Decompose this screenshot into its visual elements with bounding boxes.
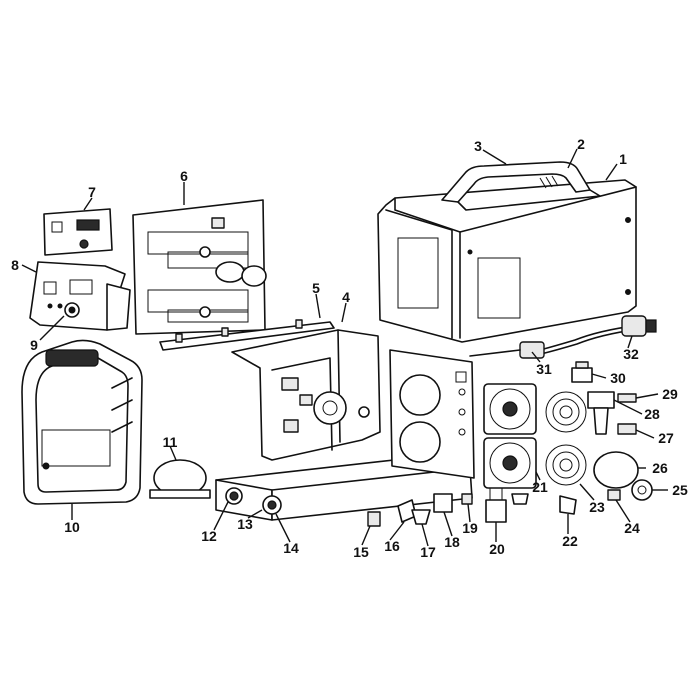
callout-11: 11 [163,434,178,450]
callout-7: 7 [88,184,96,200]
callout-2: 2 [577,136,585,152]
callout-15: 15 [353,544,369,560]
part-internal-frame [231,329,381,461]
callout-24: 24 [624,520,640,536]
part-air-filter-regulator [571,361,637,435]
callout-26: 26 [652,460,668,476]
callout-22: 22 [562,533,578,549]
callout-17: 17 [420,544,436,560]
part-outer-cover [377,179,637,343]
callout-30: 30 [610,370,626,386]
callout-16: 16 [384,538,400,554]
part-front-bezel [21,339,143,505]
callout-8: 8 [11,257,19,273]
part-small-fittings [367,487,621,527]
callout-32: 32 [623,346,639,362]
part-control-board [43,208,113,256]
callout-1: 1 [619,151,627,167]
callout-5: 5 [312,280,320,296]
callout-13: 13 [237,516,253,532]
callout-3: 3 [474,138,482,154]
part-power-cable [469,315,657,359]
part-bus-bar [159,319,335,351]
part-transformer [593,451,653,501]
callout-12: 12 [201,528,217,544]
callout-18: 18 [444,534,460,550]
part-rear-panel [389,349,475,479]
callout-31: 31 [536,361,552,377]
callout-4: 4 [342,289,350,305]
callout-23: 23 [589,499,605,515]
part-cooling-fans [483,383,587,489]
part-inductor [149,459,211,499]
callout-6: 6 [180,168,188,184]
callout-28: 28 [644,406,660,422]
callout-20: 20 [489,541,505,557]
callout-29: 29 [662,386,678,402]
part-main-pcb-heatsinks [132,199,267,335]
callout-9: 9 [30,337,38,353]
part-front-panel [29,261,131,331]
callout-14: 14 [283,540,299,556]
callout-19: 19 [462,520,478,536]
callout-10: 10 [64,519,80,535]
leader-lines [21,148,668,547]
callout-27: 27 [658,430,674,446]
callout-labels: 1 2 3 4 5 6 7 8 9 10 11 12 13 14 15 16 1… [11,136,688,560]
part-handle [441,161,601,211]
callout-25: 25 [672,482,688,498]
callout-21: 21 [532,479,548,495]
